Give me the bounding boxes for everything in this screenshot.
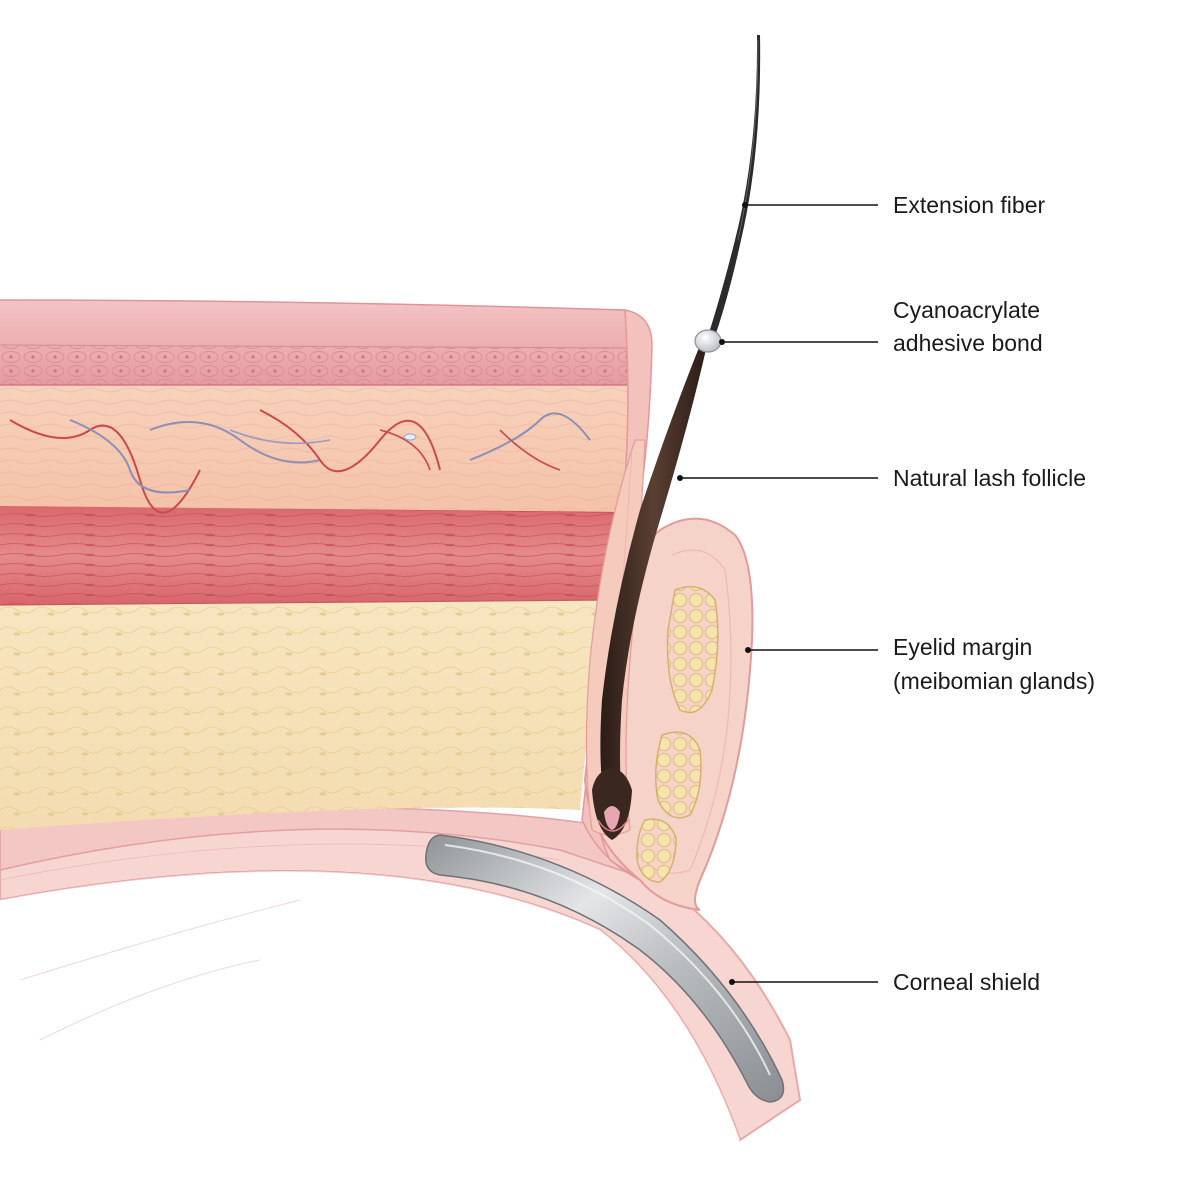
leader-extension-fiber [742,202,878,208]
corneal-shield [425,834,785,1103]
label-lash-follicle: Natural lash follicle [893,465,1086,491]
sclera-region [0,870,741,1141]
adhesive-bead [694,329,722,353]
dermis-layer [0,380,632,512]
fat-layer [0,595,605,830]
natural-lash [592,345,707,840]
extension-fiber [705,35,761,345]
label-corneal-shield: Corneal shield [893,969,1040,995]
label-adhesive-line2: adhesive bond [893,330,1043,356]
leader-eyelid-margin [745,647,878,653]
label-extension-fiber: Extension fiber [893,192,1045,218]
leader-corneal-shield [729,979,878,985]
label-margin-line2: (meibomian glands) [893,668,1095,694]
leader-lash-follicle [677,475,878,481]
label-adhesive-line1: Cyanoacrylate [893,297,1040,323]
blood-vessels [9,409,591,514]
muscle-layer [0,504,623,606]
leader-adhesive-bond [719,339,878,345]
diagram-labels: Extension fiber Cyanoacrylate adhesive b… [893,192,1095,995]
leader-lines [677,202,878,985]
label-margin-line1: Eyelid margin [893,634,1032,660]
meibomian-glands [636,585,719,883]
epidermis-layer [0,299,640,386]
